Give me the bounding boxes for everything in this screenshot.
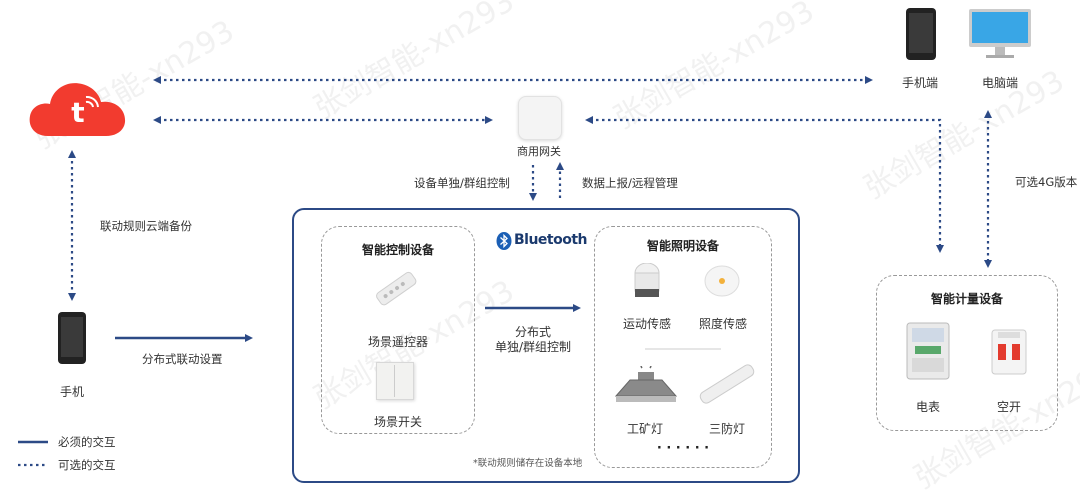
gateway-icon xyxy=(518,96,562,140)
control-item-remote: 场景遥控器 xyxy=(367,335,428,349)
legend-optional-label: 可选的交互 xyxy=(58,458,116,472)
lighting-group-title: 智能照明设备 xyxy=(646,239,719,253)
single-group-control-label: 设备单独/群组控制 xyxy=(414,176,510,190)
motion-sensor-icon xyxy=(630,262,664,299)
scene-switch-icon xyxy=(376,362,414,400)
cloud-backup-label: 联动规则云端备份 xyxy=(100,219,192,233)
phone-terminal-label: 手机端 xyxy=(901,76,938,90)
local-network-box xyxy=(292,208,800,483)
light-sensor-icon xyxy=(704,265,740,297)
electric-meter-icon xyxy=(906,322,950,380)
pc-terminal-label: 电脑端 xyxy=(981,76,1018,90)
gateway-label: 商用网关 xyxy=(517,145,561,158)
more-ellipsis: · · · · · · xyxy=(656,441,710,456)
lighting-item-motion: 运动传感 xyxy=(622,317,671,331)
metering-group-box xyxy=(876,275,1058,431)
optional-4g-label: 可选4G版本 xyxy=(1015,175,1078,189)
pc-terminal-icon xyxy=(968,8,1032,60)
metering-item-meter: 电表 xyxy=(915,400,940,414)
distributed-link-label: 分布式联动设置 xyxy=(142,352,223,366)
tri-proof-lamp-icon xyxy=(694,362,760,406)
lighting-item-light: 照度传感 xyxy=(698,317,747,331)
divider-line xyxy=(645,348,721,350)
metering-group-title: 智能计量设备 xyxy=(930,292,1003,306)
bluetooth-label: Bluetooth xyxy=(514,232,588,248)
metering-item-breaker: 空开 xyxy=(996,400,1021,414)
legend-required-label: 必须的交互 xyxy=(58,435,116,449)
control-group-box xyxy=(321,226,475,434)
mining-lamp-icon xyxy=(612,359,680,406)
distributed-control-line2: 单独/群组控制 xyxy=(494,340,572,354)
cloud-icon: t xyxy=(28,78,128,138)
remote-icon xyxy=(372,268,420,312)
data-report-label: 数据上报/远程管理 xyxy=(582,176,678,190)
gateway-to-meter-line xyxy=(585,116,944,253)
lighting-item-triproof: 三防灯 xyxy=(708,422,745,436)
footnote: *联动规则储存在设备本地 xyxy=(473,458,583,469)
cloud-brand-letter: t xyxy=(71,96,84,129)
control-group-title: 智能控制设备 xyxy=(361,243,434,257)
control-item-switch: 场景开关 xyxy=(373,415,422,429)
bluetooth-logo-icon xyxy=(496,232,512,250)
phone-icon xyxy=(58,312,86,364)
lighting-group-box xyxy=(594,226,772,468)
phone-terminal-icon xyxy=(906,8,936,60)
phone-label: 手机 xyxy=(59,385,84,399)
circuit-breaker-icon xyxy=(990,328,1028,376)
lighting-item-mining: 工矿灯 xyxy=(626,422,663,436)
distributed-control-line1: 分布式 xyxy=(514,325,551,339)
